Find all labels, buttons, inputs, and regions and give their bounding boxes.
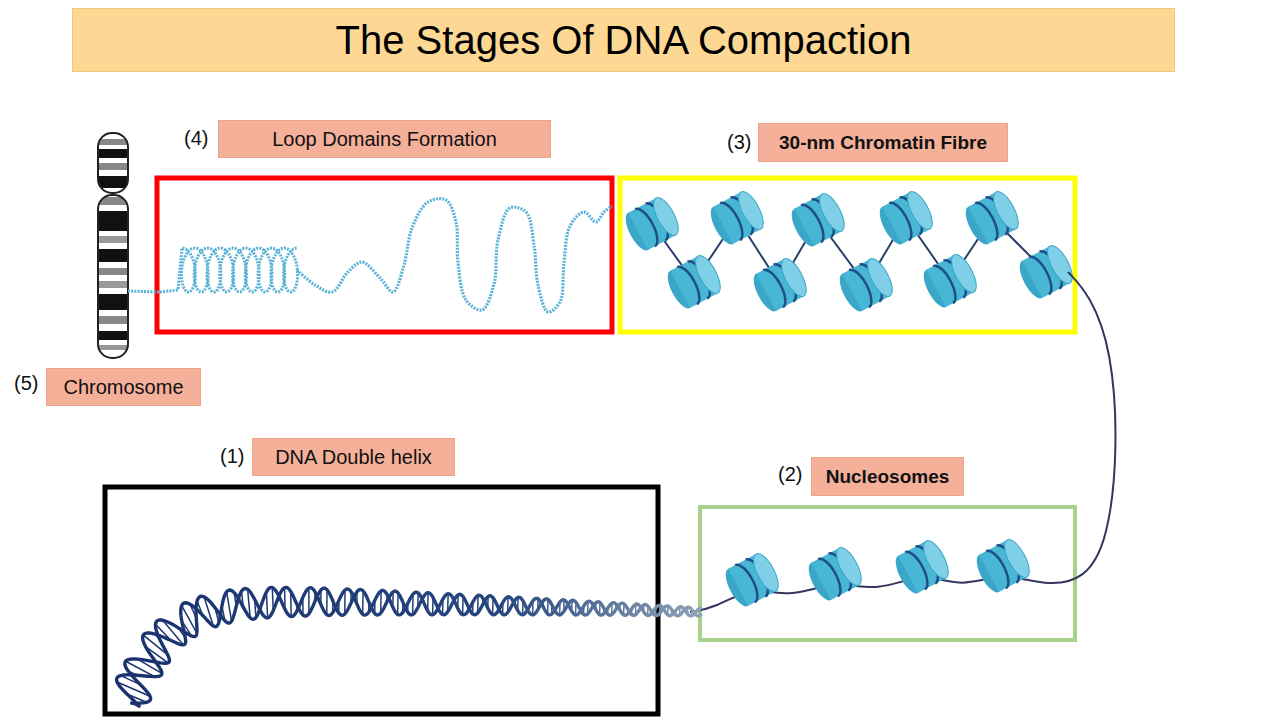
chromosome-band — [96, 249, 130, 262]
nucleosome-face — [734, 188, 769, 233]
loop-domain — [297, 199, 612, 312]
chromosome-band — [96, 281, 130, 288]
nucleosome-face — [749, 550, 784, 595]
chromosome-fill — [96, 130, 130, 362]
label-text: DNA Double helix — [275, 446, 432, 469]
nucleosome — [749, 255, 811, 315]
title-text: The Stages Of DNA Compaction — [336, 18, 912, 63]
nucleosome — [1015, 242, 1077, 302]
chromosome-band — [96, 316, 130, 324]
nucleosome-face — [777, 255, 812, 300]
callout-number: (1) — [220, 445, 244, 468]
nucleosome — [835, 255, 897, 315]
linker-dna — [690, 272, 1115, 612]
nucleosome — [787, 190, 849, 250]
chromosome-band — [96, 236, 130, 243]
chromosome-outline — [98, 195, 128, 358]
nucleosome-face — [832, 544, 867, 589]
nucleosome-face — [1000, 536, 1035, 581]
nucleosome — [961, 188, 1023, 248]
chromosome-band — [96, 331, 130, 340]
nucleosome-face — [691, 252, 726, 297]
nucleosome — [891, 537, 953, 597]
stage-frame — [700, 507, 1075, 640]
nucleosome — [875, 188, 937, 248]
chromosome-outline — [98, 133, 128, 193]
chromosome-band — [96, 268, 130, 275]
nucleosome — [706, 188, 768, 248]
base-pair — [266, 592, 267, 618]
label-text: Loop Domains Formation — [272, 128, 497, 151]
base-pair — [227, 592, 232, 621]
nucleosome — [972, 536, 1034, 596]
nucleosome — [919, 251, 981, 311]
base-pair — [326, 590, 328, 615]
loop-coil — [128, 248, 298, 292]
callout-number: (5) — [14, 372, 38, 395]
label-text: Nucleosomes — [826, 466, 950, 488]
nucleosome — [663, 252, 725, 312]
nucleosome-face — [815, 190, 850, 235]
label-box: Loop Domains Formation — [218, 120, 551, 158]
chromosome-band — [96, 163, 130, 170]
nucleosome-face — [947, 251, 982, 296]
nucleosome — [804, 544, 866, 604]
chromosome-symbol — [96, 130, 130, 362]
nucleosome-face — [919, 537, 954, 582]
chromosome-band — [96, 139, 130, 145]
nucleosome-face — [863, 255, 898, 300]
chromosome-band — [96, 294, 130, 310]
helix-axis — [128, 602, 702, 702]
nucleosome-face — [989, 188, 1024, 233]
nucleosome-face — [1043, 242, 1078, 287]
label-text: Chromosome — [63, 376, 183, 399]
stage-frame — [620, 178, 1075, 332]
callout-number: (4) — [184, 127, 208, 150]
label-box: 30-nm Chromatin Fibre — [758, 123, 1008, 162]
chromosome-band — [96, 345, 130, 350]
label-box: Chromosome — [46, 368, 201, 406]
nucleosome — [621, 194, 683, 254]
callout-number: (3) — [727, 131, 751, 154]
nucleosome — [721, 550, 783, 610]
title-banner: The Stages Of DNA Compaction — [72, 8, 1175, 72]
helix-strand — [117, 587, 702, 707]
callout-number: (2) — [778, 463, 802, 486]
label-box: Nucleosomes — [811, 457, 964, 496]
chromosome-band — [96, 211, 130, 231]
label-box: DNA Double helix — [252, 438, 455, 476]
nucleosome-face — [903, 188, 938, 233]
label-text: 30-nm Chromatin Fibre — [779, 132, 987, 154]
nucleosome-face — [649, 194, 684, 239]
stage-frame — [157, 178, 612, 332]
chromosome-band — [96, 149, 130, 158]
